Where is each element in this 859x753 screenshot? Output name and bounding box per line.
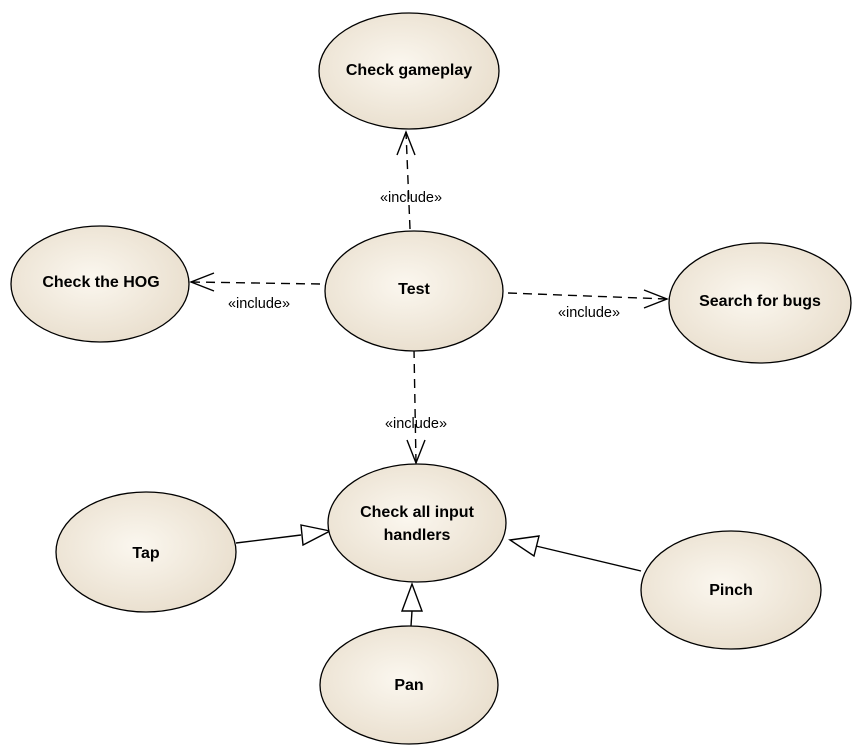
use-case-check-the-hog[interactable]: Check the HOG: [10, 225, 190, 343]
use-case-label-line-1: Check all input: [360, 504, 474, 521]
use-case-label-line-2: handlers: [384, 527, 451, 544]
use-case-check-all-input-handlers[interactable]: Check all input handlers: [327, 463, 507, 583]
use-case-label: Search for bugs: [699, 293, 821, 310]
generalization-pinch[interactable]: [508, 535, 642, 572]
use-case-label: Check the HOG: [42, 274, 159, 291]
include-label-hog: «include»: [228, 296, 290, 312]
include-arrow-gameplay[interactable]: [396, 130, 416, 230]
generalization-pan[interactable]: [400, 581, 424, 627]
use-case-pinch[interactable]: Pinch: [640, 530, 822, 650]
include-arrow-hog[interactable]: [189, 272, 321, 292]
use-case-label: Tap: [132, 545, 159, 562]
include-label-bugs: «include»: [558, 305, 620, 321]
use-case-label: Check gameplay: [346, 62, 472, 79]
use-case-tap[interactable]: Tap: [55, 491, 237, 613]
use-case-test[interactable]: Test: [324, 230, 504, 352]
include-arrow-input[interactable]: [406, 348, 426, 465]
use-case-label: Test: [398, 281, 430, 298]
use-case-search-for-bugs[interactable]: Search for bugs: [668, 242, 852, 364]
include-label-gameplay: «include»: [380, 190, 442, 206]
use-case-pan[interactable]: Pan: [319, 625, 499, 745]
include-label-input: «include»: [385, 416, 447, 432]
use-case-label: Pan: [394, 677, 423, 694]
include-arrow-bugs[interactable]: [507, 289, 669, 309]
use-case-label: Pinch: [709, 582, 753, 599]
generalization-tap[interactable]: [235, 524, 333, 547]
use-case-check-gameplay[interactable]: Check gameplay: [318, 12, 500, 130]
